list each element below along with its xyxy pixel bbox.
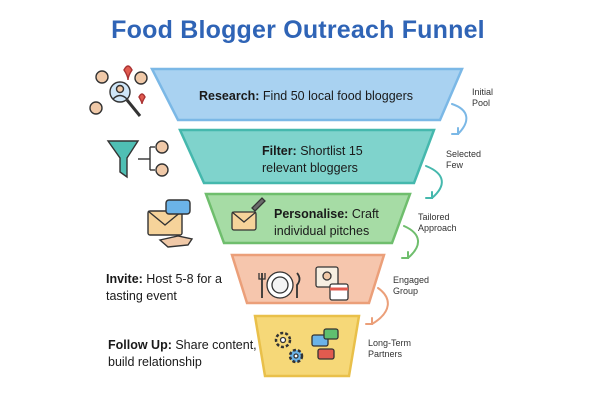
- stage-personalise-desc: Craft individual pitches: [274, 207, 379, 238]
- stage-invite-text: Invite: Host 5-8 for a tasting event: [106, 271, 228, 305]
- arrow-filter-to-personalise: [425, 165, 443, 199]
- stage-invite-desc: Host 5-8 for a tasting event: [106, 272, 223, 303]
- arrow-research-to-filter: [451, 103, 468, 135]
- people-search-icon: [89, 65, 148, 117]
- funnel-tier-filter: [178, 128, 436, 185]
- stage-filter-bold: Filter:: [262, 144, 297, 158]
- stage-follow-up-bold: Follow Up:: [108, 338, 172, 352]
- stage-research-text: Research: Find 50 local food bloggers: [199, 88, 449, 105]
- side-label-engaged-group: Engaged Group: [393, 275, 430, 297]
- gears-chat-icon: [274, 328, 339, 364]
- funnel-tier-invite: [230, 253, 386, 305]
- filter-funnel-icon: [106, 140, 169, 179]
- stage-research-desc: Find 50 local food bloggers: [259, 89, 414, 103]
- side-label-initial-pool: Initial Pool: [472, 87, 494, 109]
- stage-personalise-bold: Personalise:: [274, 207, 349, 221]
- side-label-long-term-partners: Long-Term Partners: [368, 338, 412, 360]
- email-chat-icon: [147, 199, 194, 248]
- diagram-title: Food Blogger Outreach Funnel: [111, 16, 485, 44]
- arrow-personalise-to-invite: [403, 225, 419, 259]
- stage-follow-up-text: Follow Up: Share content, build relation…: [108, 337, 258, 371]
- side-label-tailored-approach: Tailored Approach: [418, 212, 457, 234]
- side-label-selected-few: Selected Few: [446, 149, 482, 171]
- stage-personalise-text: Personalise: Craft individual pitches: [274, 206, 394, 240]
- stage-invite-bold: Invite:: [106, 272, 143, 286]
- arrow-invite-to-follow-up: [371, 287, 389, 325]
- stage-filter-text: Filter: Shortlist 15 relevant bloggers: [262, 143, 392, 177]
- stage-research-bold: Research:: [199, 89, 260, 103]
- plate-cutlery-icon: [258, 266, 349, 301]
- envelope-pen-icon: [231, 197, 266, 231]
- stage-filter-desc: Shortlist 15 relevant bloggers: [262, 144, 363, 175]
- funnel-tier-follow-up: [253, 314, 361, 378]
- funnel-tier-research: [149, 67, 464, 122]
- stage-follow-up-desc: Share content, build relationship: [108, 338, 257, 369]
